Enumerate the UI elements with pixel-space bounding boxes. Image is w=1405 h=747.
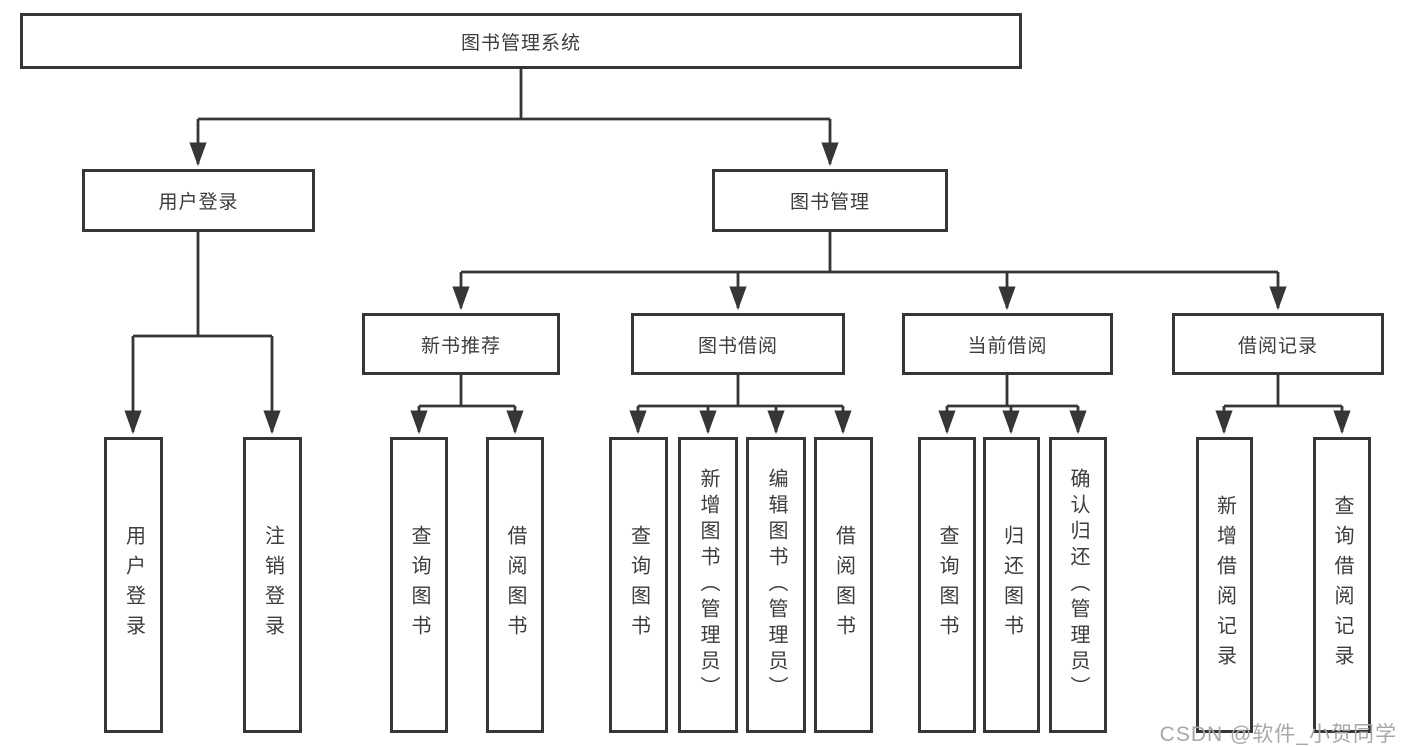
leaf-user-login: 用户登录 (104, 437, 163, 733)
leaf-bb-query-book: 查询图书 (609, 437, 668, 733)
leaf-cb-confirm-return-admin: 确认归还（管理员） (1049, 437, 1107, 733)
node-book-borrowing: 图书借阅 (631, 313, 845, 375)
csdn-watermark: CSDN @软件_小贺同学 (1159, 723, 1397, 746)
node-library-management-system: 图书管理系统 (20, 13, 1022, 69)
node-book-management: 图书管理 (712, 169, 948, 232)
leaf-rec-borrow-book: 借阅图书 (486, 437, 544, 733)
leaf-bb-add-book-admin: 新增图书（管理员） (678, 437, 738, 733)
node-borrowing-records: 借阅记录 (1172, 313, 1384, 375)
leaf-cb-query-book: 查询图书 (918, 437, 976, 733)
node-user-login: 用户登录 (82, 169, 315, 232)
node-current-borrowing: 当前借阅 (902, 313, 1113, 375)
leaf-bb-borrow-book: 借阅图书 (814, 437, 873, 733)
leaf-rec-query-book: 查询图书 (390, 437, 448, 733)
leaf-br-add-record: 新增借阅记录 (1196, 437, 1253, 733)
leaf-bb-edit-book-admin: 编辑图书（管理员） (746, 437, 806, 733)
leaf-logout: 注销登录 (243, 437, 302, 733)
leaf-cb-return-book: 归还图书 (983, 437, 1040, 733)
leaf-br-query-record: 查询借阅记录 (1313, 437, 1371, 733)
node-new-book-recommendation: 新书推荐 (362, 313, 560, 375)
